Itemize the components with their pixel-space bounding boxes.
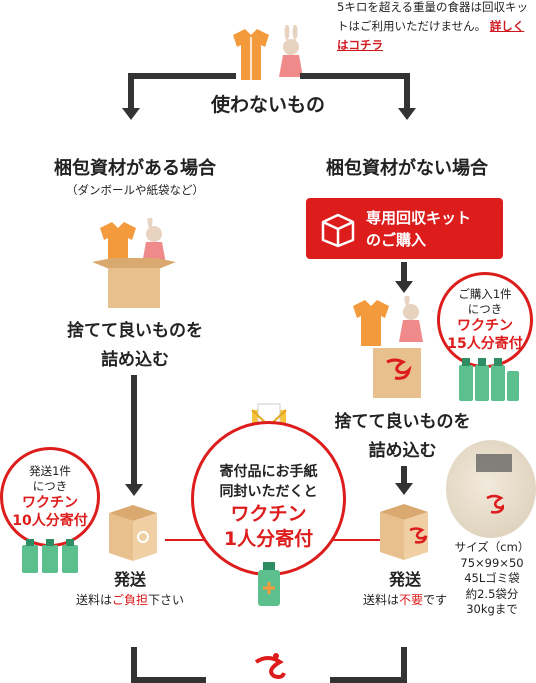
right-badge-line3: ワクチン [457,318,513,334]
right-ship-title: 発送 [388,570,421,589]
box-outline-icon [321,213,355,248]
right-badge-line2: につき [467,302,503,316]
center-badge-line2: 同封いただくと [219,484,318,500]
center-badge-line3: ワクチン [230,503,307,525]
left-ship-note-post: 下さい [148,593,185,607]
kit-button-line1: 専用回収キット [366,209,472,227]
left-badge-line4: 10人分寄付 [12,513,88,529]
purchase-kit-button[interactable]: 専用回収キット のご購入 [306,198,503,259]
right-badge-line4: 15人分寄付 [447,336,523,352]
clothes-rabbit-illustration [233,25,303,80]
left-column-subtitle: （ダンボールや紙袋など） [66,183,204,197]
left-badge-line1: 発送1件 [29,464,71,478]
vaccine-bottles-icon [22,539,78,573]
right-badge-line1: ご購入1件 [458,287,512,301]
logo-mark-bottom-icon [254,653,286,679]
kit-button-line2: のご購入 [366,231,427,249]
kit-bag-photo [446,440,536,538]
size-line5: 30kgまで [466,602,518,616]
size-line4: 約2.5袋分 [465,586,519,601]
shipping-box-icon [109,505,157,561]
left-donation-badge: 発送1件 につき ワクチン 10人分寄付 [0,447,100,547]
left-column-title: 梱包資材がある場合 [54,158,216,179]
right-pack-text: 捨てて良いものを 詰め込む [305,408,500,466]
size-line1: サイズ（cm） [454,540,530,554]
left-pack-text: 捨てて良いものを 詰め込む [35,317,235,375]
details-link[interactable]: 詳しくはコチラ [337,19,525,52]
left-ship-title: 発送 [113,570,146,589]
unused-items-heading: 使わないもの [210,94,325,116]
right-donation-badge: ご購入1件 につき ワクチン 15人分寄付 [437,272,533,368]
right-column-title: 梱包資材がない場合 [326,158,488,179]
logo-mark-icon [486,494,504,514]
vaccine-bottle-icon [258,562,280,606]
left-ship-note-red: ご負担 [111,593,148,607]
box-with-items-illustration [92,218,176,308]
right-ship-note: 送料は不要です [325,591,485,608]
right-ship-note-post: です [423,593,448,607]
right-pack-line2: 詰め込む [368,441,437,461]
right-ship-note-pre: 送料は [362,593,399,607]
right-pack-line1: 捨てて良いものを [334,412,471,432]
center-badge-line1: 寄付品にお手紙 [219,464,318,480]
kit-box-with-items-illustration [353,296,423,398]
right-ship-note-red: 不要 [398,593,423,607]
size-line3: 45Lゴミ袋 [464,571,520,585]
kit-size-info: サイズ（cm） 75×99×50 45Lゴミ袋 約2.5袋分 30kgまで [448,540,536,618]
left-badge-line2: につき [32,479,68,493]
left-pack-line1: 捨てて良いものを [67,321,203,341]
notice: 5キロを超える重量の食器は回収キットはご利用いただけません。 詳しくはコチラ [337,0,535,55]
left-pack-line2: 詰め込む [101,350,169,370]
center-donation-badge: 寄付品にお手紙 同封いただくと ワクチン 1人分寄付 [191,421,346,576]
left-ship-note: 送料はご負担下さい [40,591,220,608]
left-badge-line3: ワクチン [22,495,78,511]
size-line2: 75×99×50 [460,555,524,570]
center-badge-line4: 1人分寄付 [223,528,314,550]
left-ship-note-pre: 送料は [75,593,112,607]
vaccine-bottles-group-icon [459,358,519,401]
kit-shipping-box-icon [380,504,428,560]
notice-text: 5キロを超える重量の食器は回収キットはご利用いただけません。 [337,0,528,33]
